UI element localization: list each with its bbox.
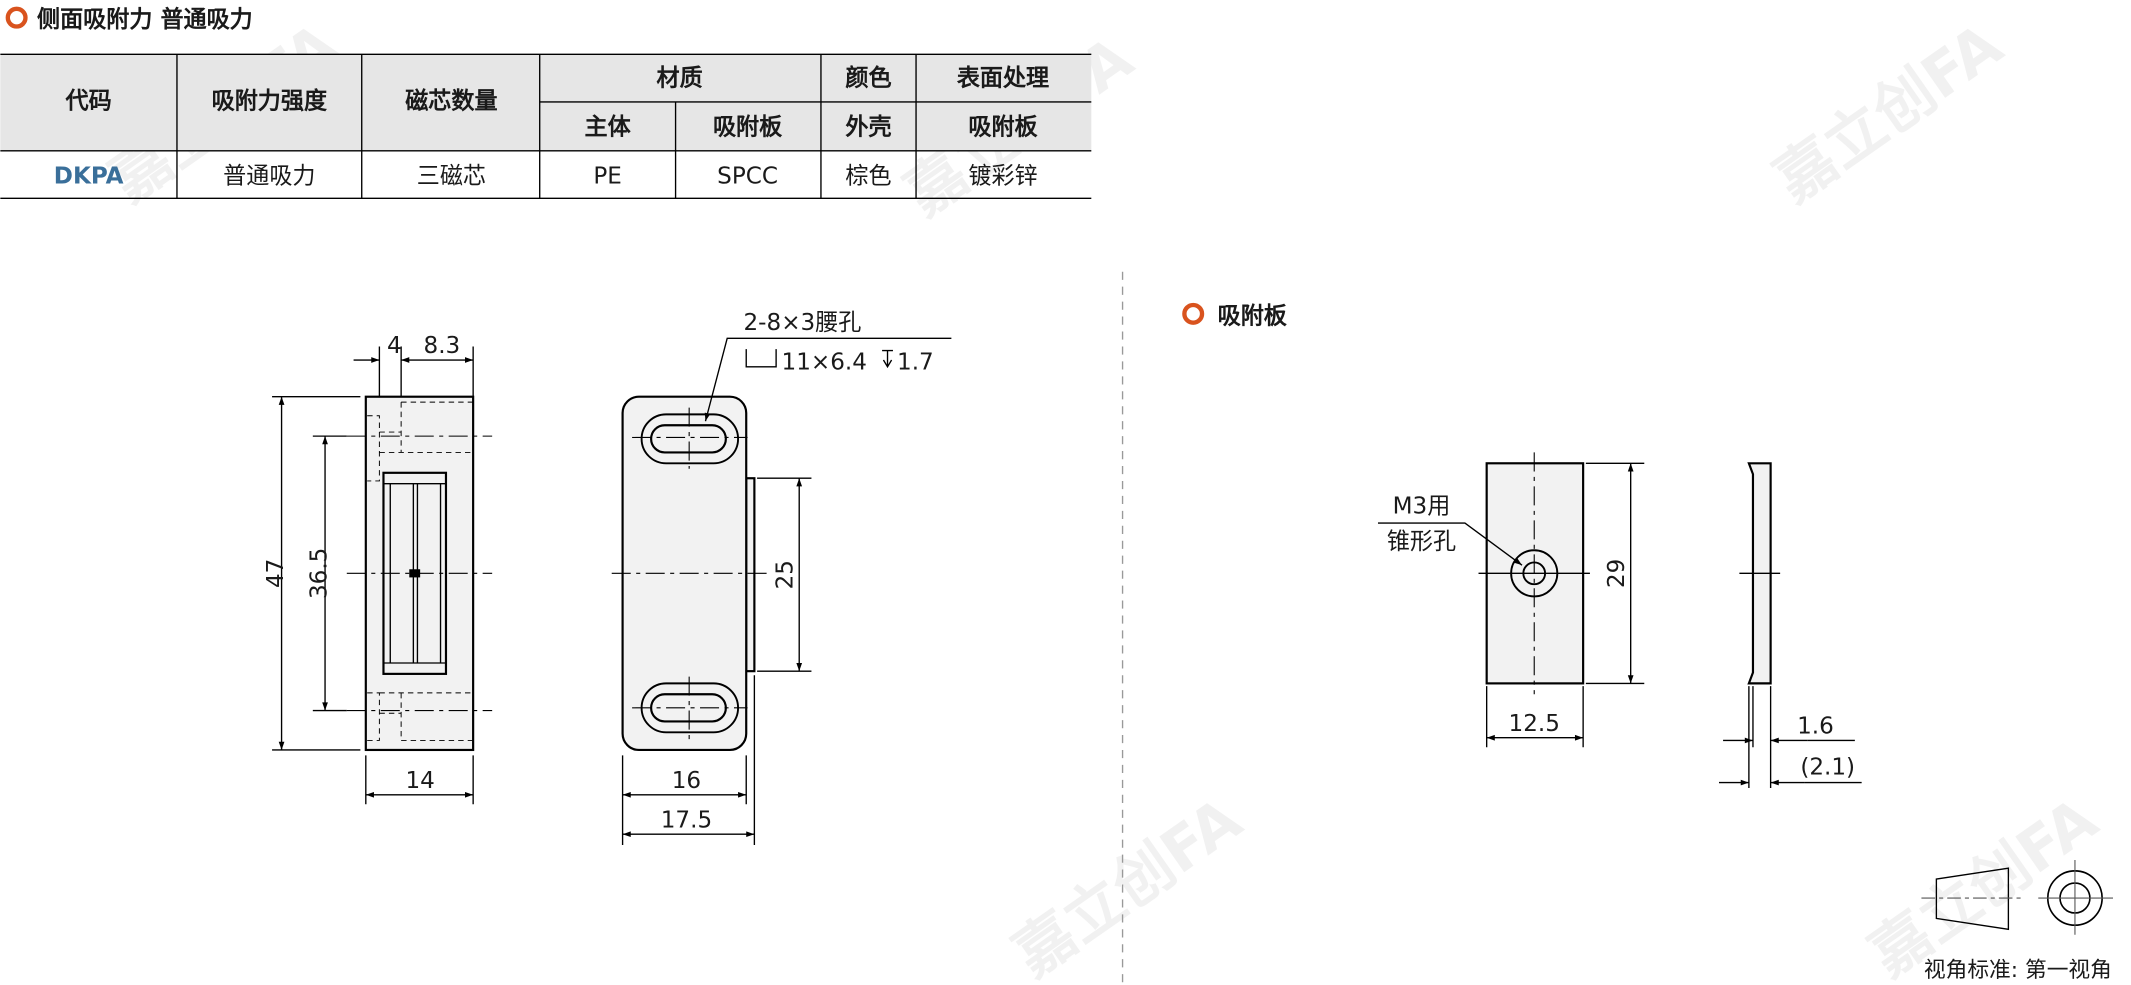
dim-12-5: 12.5	[1509, 711, 1560, 737]
cell-code: DKPA	[54, 163, 124, 189]
header-code: 代码	[65, 89, 112, 115]
cell-magnets: 三磁芯	[417, 163, 486, 189]
table-row: DKPA 普通吸力 三磁芯 PE SPCC 棕色 镀彩锌	[54, 163, 1038, 189]
projection-label: 视角标准: 第一视角	[1924, 958, 2112, 983]
plate-side-view: 1.6 (2.1)	[1718, 462, 1862, 788]
cell-plate: SPCC	[717, 163, 778, 189]
header-color: 颜色	[845, 65, 891, 92]
cell-shell: 棕色	[845, 163, 891, 189]
watermark: 嘉立创FA	[1763, 11, 2015, 216]
first-angle-projection-symbol: 视角标准: 第一视角	[1921, 860, 2113, 983]
hole-note-line2: 锥形孔	[1387, 529, 1456, 555]
section-bullet-icon	[1182, 302, 1205, 325]
section-title: 吸附板	[1218, 302, 1288, 329]
slot-spec: 11×6.4	[782, 350, 867, 376]
magnet-front-view: 47 36.5 14 4 8.3	[263, 333, 493, 805]
section-title-side-magnet: 侧面吸附力 普通吸力	[5, 6, 253, 33]
section-title: 侧面吸附力 普通吸力	[37, 6, 253, 33]
hole-note-line1: M3用	[1393, 494, 1451, 520]
dim-14: 14	[405, 768, 434, 794]
dim-8-3: 8.3	[424, 333, 461, 359]
header-surface: 表面处理	[957, 66, 1049, 92]
watermark: 嘉立创FA	[1858, 785, 2110, 985]
slot-note: 2-8×3腰孔	[744, 310, 862, 336]
counterbore-icon	[745, 349, 777, 368]
dim-16: 16	[672, 768, 701, 794]
header-material: 材质	[657, 66, 703, 92]
cell-body: PE	[593, 163, 622, 189]
dim-36-5: 36.5	[306, 548, 332, 599]
dim-47: 47	[263, 559, 289, 588]
depth-icon	[882, 349, 893, 369]
section-title-plate: 吸附板	[1182, 302, 1288, 329]
header-strength: 吸附力强度	[212, 88, 328, 115]
header-plate-surface: 吸附板	[968, 114, 1038, 141]
dim-2-1: (2.1)	[1800, 754, 1855, 780]
cell-strength: 普通吸力	[223, 163, 315, 189]
dim-29: 29	[1604, 559, 1630, 588]
slot-depth: 1.7	[897, 350, 934, 376]
dim-4: 4	[387, 333, 402, 359]
magnet-side-view: 25 16 17.5 2-8×3腰孔 11×6.4 1.7	[611, 310, 952, 846]
header-magnets: 磁芯数量	[405, 88, 497, 115]
header-plate: 吸附板	[713, 114, 783, 141]
section-bullet-icon	[5, 6, 28, 29]
dim-25: 25	[772, 560, 798, 589]
watermark: 嘉立创FA	[1002, 785, 1254, 985]
header-shell: 外壳	[845, 114, 891, 141]
header-body: 主体	[585, 115, 632, 141]
spec-table: 代码 吸附力强度 磁芯数量 材质 颜色 表面处理 主体 吸附板 外壳 吸附板 D…	[0, 53, 1092, 200]
dim-1-6: 1.6	[1797, 714, 1834, 740]
plate-front-view: M3用 锥形孔 29 12.5	[1377, 452, 1645, 748]
cell-plate-surface: 镀彩锌	[968, 163, 1037, 189]
dim-17-5: 17.5	[661, 807, 712, 833]
